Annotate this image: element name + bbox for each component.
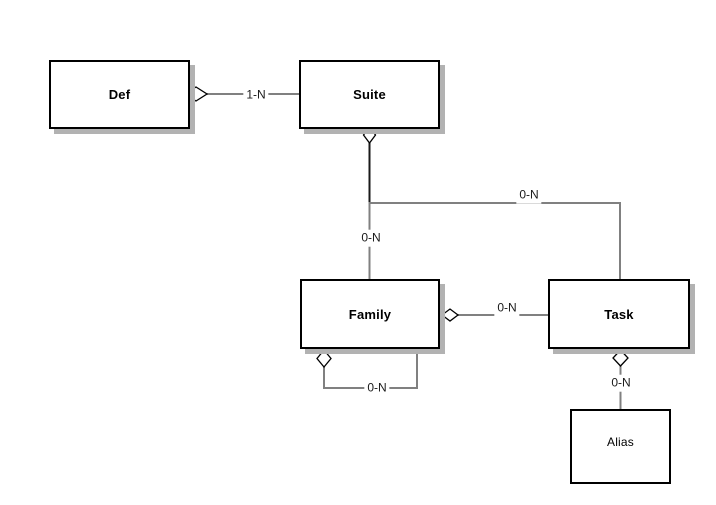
aggregation-diamond-def-suite-icon <box>183 86 209 102</box>
aggregation-diamond-suite-children-icon <box>362 125 377 145</box>
aggregation-diamond-family-self-icon <box>316 348 332 369</box>
entity-suite: Suite <box>299 60 440 129</box>
entity-alias: Alias <box>570 409 671 484</box>
cardinality-task-alias: 0-N <box>608 374 634 392</box>
aggregation-diamond-task-alias-icon <box>612 349 629 367</box>
entity-def-label: Def <box>108 87 131 102</box>
cardinality-family-self: 0-N <box>364 379 390 397</box>
cardinality-suite-task: 0-N <box>516 186 542 204</box>
entity-family-label: Family <box>348 306 392 322</box>
entity-task: Task <box>548 279 690 349</box>
entity-suite-label: Suite <box>353 87 386 102</box>
cardinality-def-suite: 1-N <box>243 86 269 104</box>
entity-task-label: Task <box>604 306 634 322</box>
cardinality-family-task: 0-N <box>494 299 520 317</box>
entity-def: Def <box>49 60 190 129</box>
entity-alias-label: Alias <box>606 434 634 449</box>
cardinality-suite-family: 0-N <box>358 229 384 247</box>
connector-suite-task <box>368 202 621 279</box>
entity-family: Family <box>300 279 440 349</box>
aggregation-diamond-family-task-icon <box>440 308 460 322</box>
